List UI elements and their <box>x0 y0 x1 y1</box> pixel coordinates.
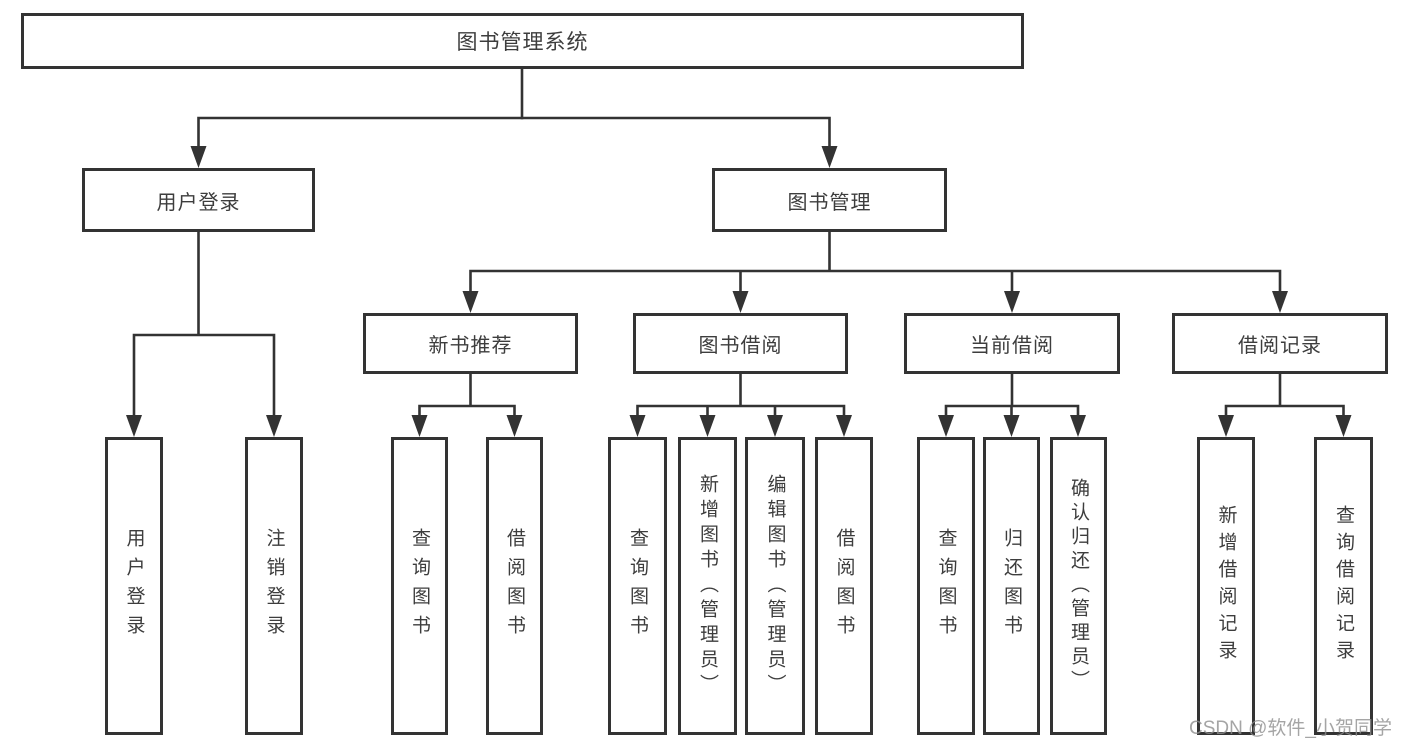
node-label: 借阅图书 <box>833 528 855 644</box>
arrow-down-icon <box>1003 415 1020 437</box>
connector-current-group <box>944 372 1080 421</box>
arrow-down-icon <box>732 291 749 313</box>
node-label: 当前借阅 <box>970 335 1054 357</box>
arrow-down-icon <box>411 415 428 437</box>
leaf-user-login: 用户登录 <box>105 437 163 735</box>
connector-level3-bar <box>469 230 1282 297</box>
leaf-add-borrow-record: 新增借阅记录 <box>1197 437 1255 735</box>
node-label: 新书推荐 <box>428 335 513 357</box>
arrow-down-icon <box>506 415 523 437</box>
arrow-down-icon <box>266 415 282 437</box>
leaf-borrow-books-recommend: 借阅图书 <box>486 437 543 735</box>
arrow-down-icon <box>1335 415 1352 437</box>
node-label: 图书管理 <box>787 191 872 214</box>
node-label: 图书借阅 <box>698 335 783 357</box>
node-borrowing-records: 借阅记录 <box>1172 313 1388 374</box>
arrow-down-icon <box>767 415 783 437</box>
node-label: 确认归还（管理员） <box>1068 478 1089 694</box>
arrow-down-icon <box>462 291 479 313</box>
node-label: 用户登录 <box>156 191 241 214</box>
leaf-query-books-recommend: 查询图书 <box>391 437 448 735</box>
arrow-down-icon <box>629 415 646 437</box>
node-label: 借阅图书 <box>504 528 525 644</box>
arrow-down-icon <box>1004 291 1020 313</box>
arrow-down-icon <box>126 415 142 437</box>
node-new-book-recommend: 新书推荐 <box>363 313 578 374</box>
node-current-borrowing: 当前借阅 <box>904 313 1120 374</box>
connector-records-group <box>1224 372 1345 421</box>
node-label: 借阅记录 <box>1238 335 1322 357</box>
leaf-query-books-current: 查询图书 <box>917 437 975 735</box>
arrow-down-icon <box>836 415 852 437</box>
arrow-down-icon <box>190 146 207 168</box>
node-user-login: 用户登录 <box>82 168 315 232</box>
arrow-down-icon <box>699 415 716 437</box>
connector-user-login-group <box>132 230 276 421</box>
node-label: 注销登录 <box>263 528 285 644</box>
leaf-confirm-return-admin: 确认归还（管理员） <box>1050 437 1107 735</box>
leaf-query-borrow-record: 查询借阅记录 <box>1314 437 1373 735</box>
node-label: 编辑图书（管理员） <box>764 473 786 699</box>
node-label: 新增图书（管理员） <box>697 473 718 699</box>
arrowheads <box>126 146 1352 437</box>
arrow-down-icon <box>1218 415 1234 437</box>
node-label: 用户登录 <box>123 528 145 644</box>
node-book-management: 图书管理 <box>712 168 947 232</box>
node-book-borrowing: 图书借阅 <box>633 313 848 374</box>
node-label: 查询图书 <box>627 528 648 644</box>
arrow-down-icon <box>821 146 838 168</box>
node-label: 查询图书 <box>935 528 957 644</box>
node-label: 新增借阅记录 <box>1215 505 1237 667</box>
node-library-management-system: 图书管理系统 <box>21 13 1024 69</box>
leaf-query-books-borrowing: 查询图书 <box>608 437 667 735</box>
node-label: 查询借阅记录 <box>1333 505 1354 667</box>
connector-recommend-group <box>418 372 516 421</box>
connector-level2-bar <box>197 116 831 152</box>
arrow-down-icon <box>1272 291 1288 313</box>
csdn-watermark: CSDN @软件_小贺同学 <box>1189 718 1392 739</box>
leaf-return-books: 归还图书 <box>983 437 1040 735</box>
node-label: 查询图书 <box>409 528 430 644</box>
arrow-down-icon <box>1070 415 1086 437</box>
leaf-edit-books-admin: 编辑图书（管理员） <box>745 437 805 735</box>
leaf-add-books-admin: 新增图书（管理员） <box>678 437 737 735</box>
connector-borrowing-group <box>636 372 846 421</box>
arrow-down-icon <box>938 415 954 437</box>
node-label: 归还图书 <box>1001 528 1022 644</box>
node-label: 图书管理系统 <box>456 31 589 54</box>
leaf-borrow-books: 借阅图书 <box>815 437 873 735</box>
leaf-logout: 注销登录 <box>245 437 303 735</box>
